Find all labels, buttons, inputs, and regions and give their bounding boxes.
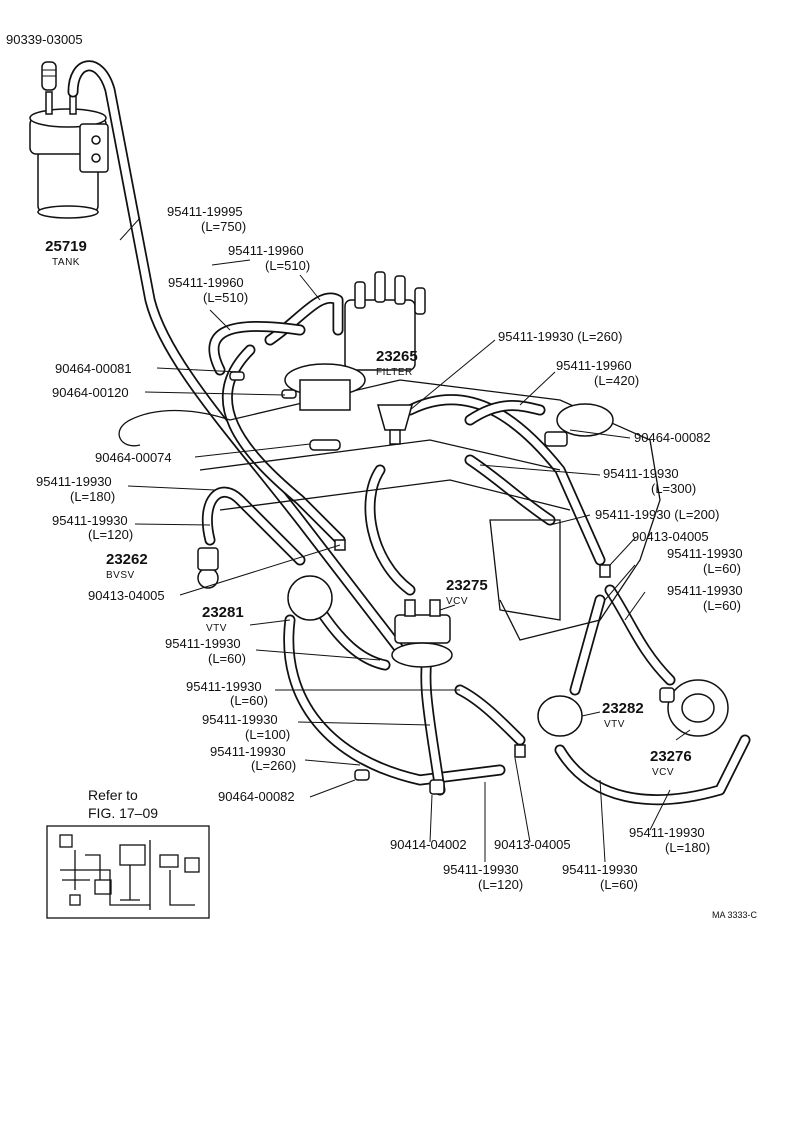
part-90413-04005-right: 90413-04005 [632,529,709,544]
vcv-23276 [659,679,729,737]
part-90464-00081: 90464-00081 [55,361,132,376]
tank-label: TANK [52,257,80,268]
part-95411-19960-a: 95411-19960 [228,243,304,258]
part-95411-19930-l120-left: 95411-19930 [52,513,128,528]
part-95411-19930-l60-b: 95411-19930 [667,583,743,598]
part-95411-19930-l60-d-length: (L=60) [230,693,268,708]
fuel-filter [377,404,413,445]
part-90413-04005-left: 90413-04005 [88,588,165,603]
part-95411-19995-length: (L=750) [201,219,247,234]
part-95411-19930-l60-a-length: (L=60) [703,561,741,576]
bvsv-part-number: 23262 [106,551,148,568]
part-95411-19930-l60-a: 95411-19930 [667,546,743,561]
part-95411-19930-l200: 95411-19930 (L=200) [595,507,720,522]
reference-inset [46,825,210,919]
part-90413-04005-bottom: 90413-04005 [494,837,571,852]
part-95411-19930-l300: 95411-19930 [603,466,679,481]
part-95411-19930-l260-bottom-length: (L=260) [251,758,297,773]
part-90464-00074: 90464-00074 [95,450,172,465]
part-95411-19930-l260-bottom: 95411-19930 [210,744,286,759]
part-95411-19930-l60-d: 95411-19930 [186,679,262,694]
vtv-23282-label: VTV [604,719,625,730]
part-90464-00120: 90464-00120 [52,385,129,400]
part-95411-19930-l100-length: (L=100) [245,727,291,742]
part-95411-19930-l60-bottom: 95411-19930 [562,862,638,877]
vcv-23275-label: VCV [446,596,469,607]
part-95411-19960-c: 95411-19960 [556,358,632,373]
part-95411-19960-c-length: (L=420) [594,373,640,388]
bvsv-label: BVSV [106,570,135,581]
part-95411-19930-l120-left-length: (L=120) [88,527,134,542]
vtv-23282 [537,695,583,737]
part-90464-00082-bottom: 90464-00082 [218,789,295,804]
part-95411-19930-l100: 95411-19930 [202,712,278,727]
reference-note-line1: Refer to [88,787,138,803]
vcv-23275 [391,599,453,668]
part-95411-19930-l180-left-length: (L=180) [70,489,116,504]
part-90464-00082-top: 90464-00082 [634,430,711,445]
filter-part-number: 23265 [376,348,418,365]
engine-outline [118,379,661,641]
drawing-code: MA 3333-C [712,910,758,920]
vent-cap [41,61,57,91]
charcoal-tank [29,91,109,219]
vcv-23275-part-number: 23275 [446,577,488,594]
vcv-23276-label: VCV [652,767,675,778]
part-95411-19930-l60-c-length: (L=60) [208,651,246,666]
vtv-23281-label: VTV [206,623,227,634]
vtv-23281-part-number: 23281 [202,604,244,621]
filter-label: FILTER [376,367,413,378]
part-95411-19960-b: 95411-19960 [168,275,244,290]
part-90339-03005: 90339-03005 [6,32,83,47]
part-95411-19930-l60-b-length: (L=60) [703,598,741,613]
part-95411-19930-l180-left: 95411-19930 [36,474,112,489]
distributor [284,271,426,411]
part-95411-19960-a-length: (L=510) [265,258,311,273]
part-95411-19930-l180-right-length: (L=180) [665,840,711,855]
vcv-23276-part-number: 23276 [650,748,692,765]
part-95411-19960-b-length: (L=510) [203,290,249,305]
tank-part-number: 25719 [45,238,87,255]
part-95411-19930-l260-top: 95411-19930 (L=260) [498,329,623,344]
part-95411-19995: 95411-19995 [167,204,243,219]
part-95411-19930-l300-length: (L=300) [651,481,697,496]
vtv-23281 [287,575,333,621]
part-95411-19930-l120-bottom: 95411-19930 [443,862,519,877]
part-95411-19930-l120-bottom-length: (L=120) [478,877,524,892]
vtv-23282-part-number: 23282 [602,700,644,717]
vacuum-switch-right [544,403,614,447]
part-95411-19930-l60-c: 95411-19930 [165,636,241,651]
part-95411-19930-l180-right: 95411-19930 [629,825,705,840]
reference-figure-link[interactable]: FIG. 17–09 [88,805,159,821]
part-95411-19930-l60-bottom-length: (L=60) [600,877,638,892]
bvsv-23262 [197,547,219,589]
hose-clips [229,371,611,795]
part-90414-04002: 90414-04002 [390,837,467,852]
leader-lines [119,217,691,863]
